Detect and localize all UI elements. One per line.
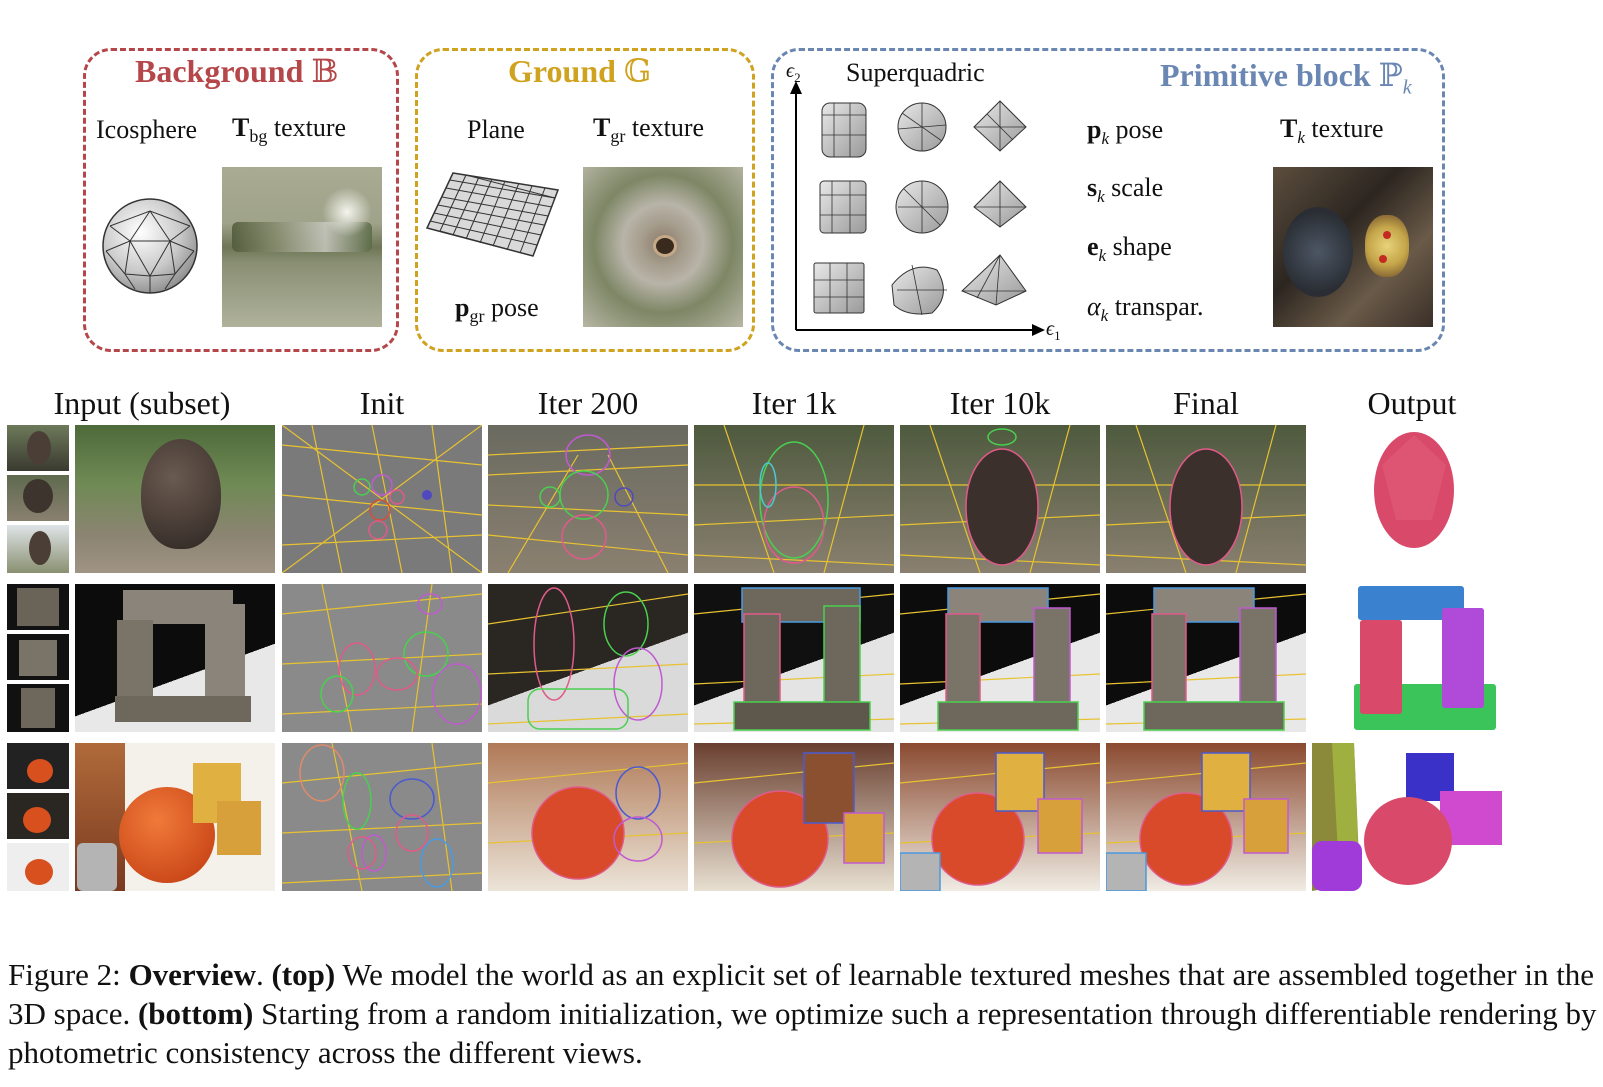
param-transparency: αk transpar. bbox=[1087, 292, 1204, 326]
rounded-cube-icon bbox=[821, 102, 867, 158]
ground-title: Ground 𝔾 bbox=[508, 53, 652, 89]
row1-final bbox=[1106, 425, 1306, 573]
row1-input-main bbox=[75, 425, 275, 573]
plane-label: Plane bbox=[467, 115, 525, 144]
gr-pose-label: pgr pose bbox=[455, 293, 539, 327]
row1-input-thumb-1 bbox=[7, 425, 69, 471]
row1-init bbox=[282, 425, 482, 573]
row1-input-thumb-3 bbox=[7, 525, 69, 573]
row2-input-thumb-3 bbox=[7, 684, 69, 732]
row1-iter1k bbox=[694, 425, 894, 573]
pk-texture-label: Tk texture bbox=[1280, 114, 1384, 148]
background-panel bbox=[83, 48, 399, 352]
row1-output bbox=[1374, 432, 1454, 548]
row2-output bbox=[1354, 586, 1496, 730]
superquadric-axes bbox=[790, 81, 1045, 336]
cube-icon bbox=[813, 262, 865, 314]
figure-caption: Figure 2: Overview. (top) We model the w… bbox=[8, 957, 1597, 1070]
col-header-init: Init bbox=[359, 385, 405, 421]
superquadric-label: Superquadric bbox=[846, 58, 985, 87]
row2-iter200 bbox=[488, 584, 688, 732]
cylinder-icon bbox=[819, 180, 867, 234]
cushion-icon bbox=[891, 266, 944, 315]
row2-iter10k bbox=[900, 584, 1100, 732]
pyramid-icon bbox=[961, 254, 1027, 306]
primitive-title: Primitive block ℙk bbox=[1160, 57, 1412, 99]
row2-init bbox=[282, 584, 482, 732]
row3-input-thumb-3 bbox=[7, 843, 69, 891]
row3-init bbox=[282, 743, 482, 891]
col-header-iter10k: Iter 10k bbox=[949, 385, 1051, 421]
background-title: Background 𝔹 bbox=[135, 53, 339, 89]
row3-input-main bbox=[75, 743, 275, 891]
row3-iter1k bbox=[694, 743, 894, 891]
axis-x-label: ϵ1 bbox=[1046, 318, 1061, 343]
bg-texture-label: Tbg texture bbox=[232, 113, 347, 147]
row1-iter200 bbox=[488, 425, 688, 573]
ground-texture-image bbox=[583, 167, 743, 327]
row3-iter200 bbox=[488, 743, 688, 891]
param-scale: sk scale bbox=[1087, 173, 1164, 207]
param-shape: ek shape bbox=[1087, 232, 1172, 266]
icosphere-image bbox=[102, 198, 198, 294]
row3-iter10k bbox=[900, 743, 1100, 891]
ground-panel bbox=[415, 48, 755, 352]
col-header-iter200: Iter 200 bbox=[537, 385, 639, 421]
col-header-input: Input (subset) bbox=[53, 385, 231, 421]
row2-input-thumb-2 bbox=[7, 634, 69, 680]
col-header-final: Final bbox=[1173, 385, 1239, 421]
icosphere-label: Icosphere bbox=[96, 115, 198, 144]
gr-texture-label: Tgr texture bbox=[593, 113, 705, 147]
col-header-output: Output bbox=[1367, 385, 1457, 421]
plane-image bbox=[425, 172, 560, 257]
row2-input-thumb-1 bbox=[7, 584, 69, 630]
row2-final bbox=[1106, 584, 1306, 732]
superquadric-shapes bbox=[813, 100, 1027, 316]
param-pose: pk pose bbox=[1087, 115, 1164, 149]
primitive-panel bbox=[771, 48, 1445, 352]
row1-iter10k bbox=[900, 425, 1100, 573]
col-header-iter1k: Iter 1k bbox=[751, 385, 837, 421]
primitive-texture-image bbox=[1273, 167, 1433, 327]
row2-input-main bbox=[75, 584, 275, 732]
row3-final bbox=[1106, 743, 1306, 891]
row3-input-thumb-1 bbox=[7, 743, 69, 789]
row1-input-thumb-2 bbox=[7, 475, 69, 521]
row3-input-thumb-2 bbox=[7, 793, 69, 839]
background-texture-image bbox=[222, 167, 382, 327]
axis-y-label: ϵ2 bbox=[786, 60, 801, 85]
row3-output bbox=[1312, 743, 1502, 891]
row2-iter1k bbox=[694, 584, 894, 732]
